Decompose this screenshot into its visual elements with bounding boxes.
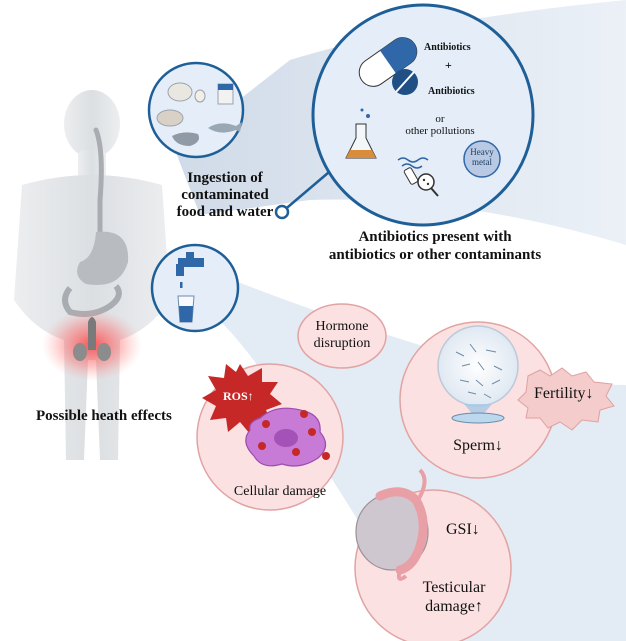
epididymis-icon — [375, 487, 428, 575]
or-label: or — [435, 113, 445, 125]
ros-molecules-icon — [240, 408, 330, 460]
antibiotic-pill-icon — [392, 69, 418, 95]
plus-sign: + — [445, 58, 452, 72]
sperm-microscope-view — [437, 325, 519, 407]
antibiotics-label-1: Antibiotics — [424, 42, 471, 53]
ros-label: ROS↑ — [223, 389, 254, 403]
cellular-damage-label: Cellular damage — [233, 484, 327, 499]
water-circle — [150, 243, 240, 333]
heavy-metal-line-1: Heavy — [470, 147, 494, 157]
hormone-line-2: disruption — [313, 336, 371, 351]
ingestion-label: Ingestion of contaminated food and water — [160, 170, 290, 221]
other-pollutions-label: other pollutions — [405, 125, 475, 137]
fertility-burst-icon — [517, 367, 615, 431]
ingestion-line-3: food and water — [176, 204, 274, 220]
ingestion-line-1: Ingestion of — [187, 170, 263, 186]
tap-water-icon — [176, 252, 204, 323]
fertility-label: Fertility↓ — [534, 385, 594, 402]
caption-line-2: antibiotics or other contaminants — [328, 247, 542, 263]
possible-effects-title: Possible heath effects — [36, 408, 172, 424]
flow-band-lower — [195, 265, 626, 641]
flask-icon — [345, 108, 377, 159]
microscope-beam — [464, 404, 492, 416]
heavy-metal-line-2: metal — [472, 157, 492, 167]
food-icons — [156, 82, 242, 146]
testicular-line-1: Testicular — [422, 579, 486, 596]
petri-dish-icon — [451, 412, 505, 424]
testicular-damage-label: Testicular damage↑ — [406, 578, 502, 616]
sperm-label: Sperm↓ — [453, 437, 503, 454]
hormone-disruption-label: Hormone disruption — [298, 318, 386, 352]
hormone-circle — [297, 303, 387, 369]
heavy-metal-icon — [463, 140, 501, 178]
water-pollution-icon — [397, 157, 439, 197]
digestive-tract — [93, 127, 104, 235]
caption: Antibiotics present with antibiotics or … — [270, 228, 600, 264]
antibiotics-label-2: Antibiotics — [428, 86, 475, 97]
heavy-metal-label: Heavy metal — [464, 147, 500, 167]
antibiotic-capsule-icon — [358, 37, 418, 87]
connector-node — [274, 204, 290, 220]
stomach — [77, 231, 129, 286]
hormone-line-1: Hormone — [315, 319, 369, 334]
ingestion-line-2: contaminated — [181, 187, 269, 203]
reproductive-organs — [73, 317, 111, 361]
testicular-line-2: damage↑ — [425, 598, 483, 615]
sperm-cells — [455, 343, 503, 399]
gsi-label: GSI↓ — [446, 521, 480, 538]
caption-line-1: Antibiotics present with — [358, 229, 512, 245]
